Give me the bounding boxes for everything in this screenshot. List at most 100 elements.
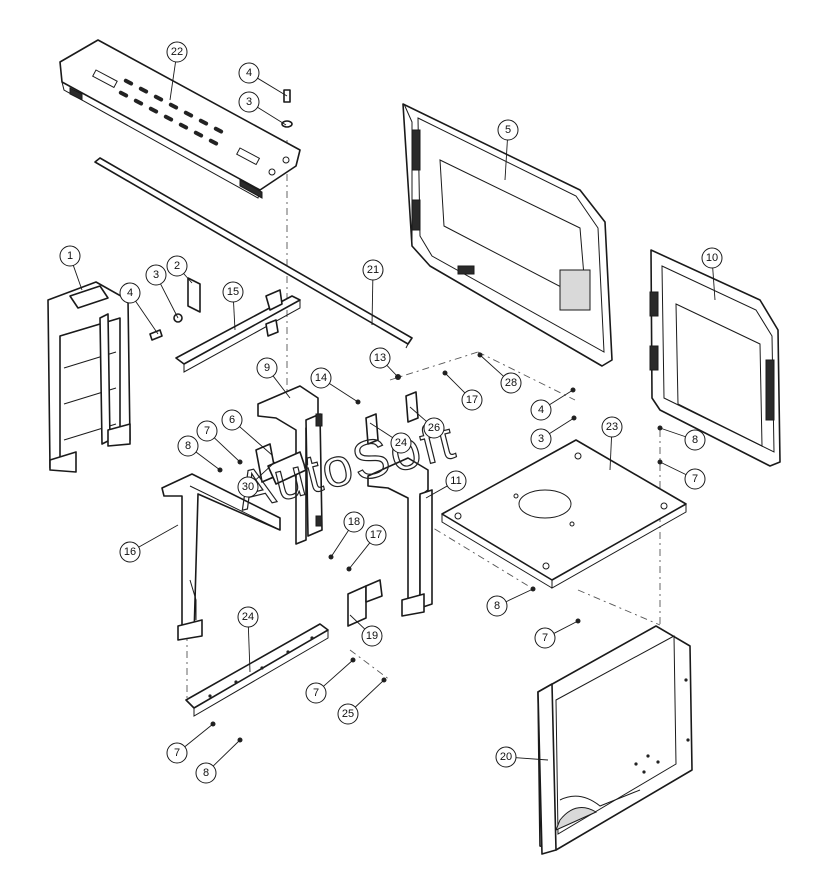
callout-number: 19 — [366, 630, 378, 642]
callout-leader — [444, 372, 466, 394]
callout-leader — [239, 426, 273, 456]
callout-3: 3 — [238, 91, 287, 126]
callout-leader — [135, 301, 159, 335]
callout-22: 22 — [166, 41, 188, 101]
callout-circle — [684, 429, 706, 451]
callout-number: 25 — [342, 708, 354, 720]
callout-leader — [184, 723, 214, 748]
part-6-gusset — [255, 443, 307, 485]
callout-8: 8 — [486, 588, 534, 617]
callout-7: 7 — [166, 723, 214, 764]
part-26-bracket — [365, 391, 419, 445]
callout-leader — [712, 267, 716, 301]
callout-number: 20 — [500, 751, 512, 763]
callout-17: 17 — [444, 372, 483, 411]
callout-number: 8 — [185, 440, 191, 452]
callout-leader — [479, 354, 504, 377]
callout-circle — [221, 409, 243, 431]
callout-leader — [549, 389, 574, 406]
callout-circle — [166, 255, 188, 277]
part-22-top-panel — [59, 39, 301, 199]
callout-leader — [553, 620, 579, 634]
part-9-center-upright — [257, 385, 323, 545]
callout-number: 8 — [203, 767, 209, 779]
callout-leader — [138, 524, 179, 548]
callout-number: 28 — [505, 377, 517, 389]
callout-number: 17 — [466, 394, 478, 406]
callout-number: 2 — [174, 260, 180, 272]
callout-circle — [119, 282, 141, 304]
callout-circle — [530, 399, 552, 421]
callout-circle — [59, 245, 81, 267]
callout-circle — [365, 524, 387, 546]
part-1-left-frame — [47, 281, 131, 473]
callout-28: 28 — [479, 354, 522, 394]
callout-number: 3 — [246, 96, 252, 108]
callout-6: 6 — [221, 409, 273, 456]
callout-circle — [238, 62, 260, 84]
callout-circle — [530, 428, 552, 450]
callout-leader — [549, 417, 575, 435]
callout-circle — [177, 435, 199, 457]
callout-leader — [72, 265, 83, 291]
part-11-right-upright — [367, 457, 433, 617]
callout-number: 21 — [367, 264, 379, 276]
callout-leader — [371, 279, 374, 326]
callout-circle — [362, 259, 384, 281]
callout-5: 5 — [497, 119, 519, 181]
callout-8: 8 — [177, 435, 221, 471]
callout-number: 6 — [229, 414, 235, 426]
assembly-lines — [186, 140, 661, 700]
callout-number: 8 — [692, 434, 698, 446]
callout-leader — [659, 427, 686, 438]
part-20-lower-panel — [537, 625, 693, 855]
callout-leader — [354, 679, 385, 708]
callout-number: 4 — [127, 287, 133, 299]
callout-7: 7 — [534, 620, 579, 649]
callout-number: 7 — [313, 687, 319, 699]
callout-number: 16 — [124, 546, 136, 558]
callout-20: 20 — [495, 746, 549, 768]
callout-number: 17 — [370, 529, 382, 541]
part-23-base-plate — [441, 439, 687, 589]
callout-13: 13 — [369, 347, 399, 378]
callout-leader — [609, 436, 612, 471]
callout-circle — [534, 627, 556, 649]
callout-circle — [495, 746, 517, 768]
callout-number: 30 — [242, 481, 254, 493]
callout-circle — [195, 762, 217, 784]
callout-number: 26 — [428, 422, 440, 434]
callout-number: 10 — [706, 252, 718, 264]
callout-leader — [515, 757, 549, 761]
callout-circle — [500, 372, 522, 394]
callout-30: 30 — [237, 461, 276, 498]
callout-circle — [343, 511, 365, 533]
callout-number: 24 — [395, 437, 407, 449]
callout-circle — [305, 682, 327, 704]
callout-7: 7 — [196, 420, 241, 463]
callout-leader — [386, 364, 399, 378]
callout-number: 4 — [246, 67, 252, 79]
callout-circle — [701, 247, 723, 269]
callout-circle — [486, 595, 508, 617]
callout-circle — [684, 468, 706, 490]
part-5-side-panel — [402, 103, 613, 367]
part-10-small-panel — [649, 249, 781, 467]
callout-circle — [461, 389, 483, 411]
callout-leader — [183, 273, 193, 284]
callout-number: 24 — [242, 611, 254, 623]
fasteners-left — [149, 277, 201, 341]
callout-3: 3 — [530, 417, 575, 450]
callout-2: 2 — [166, 255, 193, 284]
callout-circle — [390, 432, 412, 454]
callout-circle — [237, 606, 259, 628]
callout-17: 17 — [348, 524, 387, 570]
callout-circle — [361, 625, 383, 647]
callout-number: 13 — [374, 352, 386, 364]
callout-circle — [423, 417, 445, 439]
callout-number: 11 — [450, 475, 461, 487]
callout-leader — [323, 659, 354, 687]
callout-circle — [166, 41, 188, 63]
